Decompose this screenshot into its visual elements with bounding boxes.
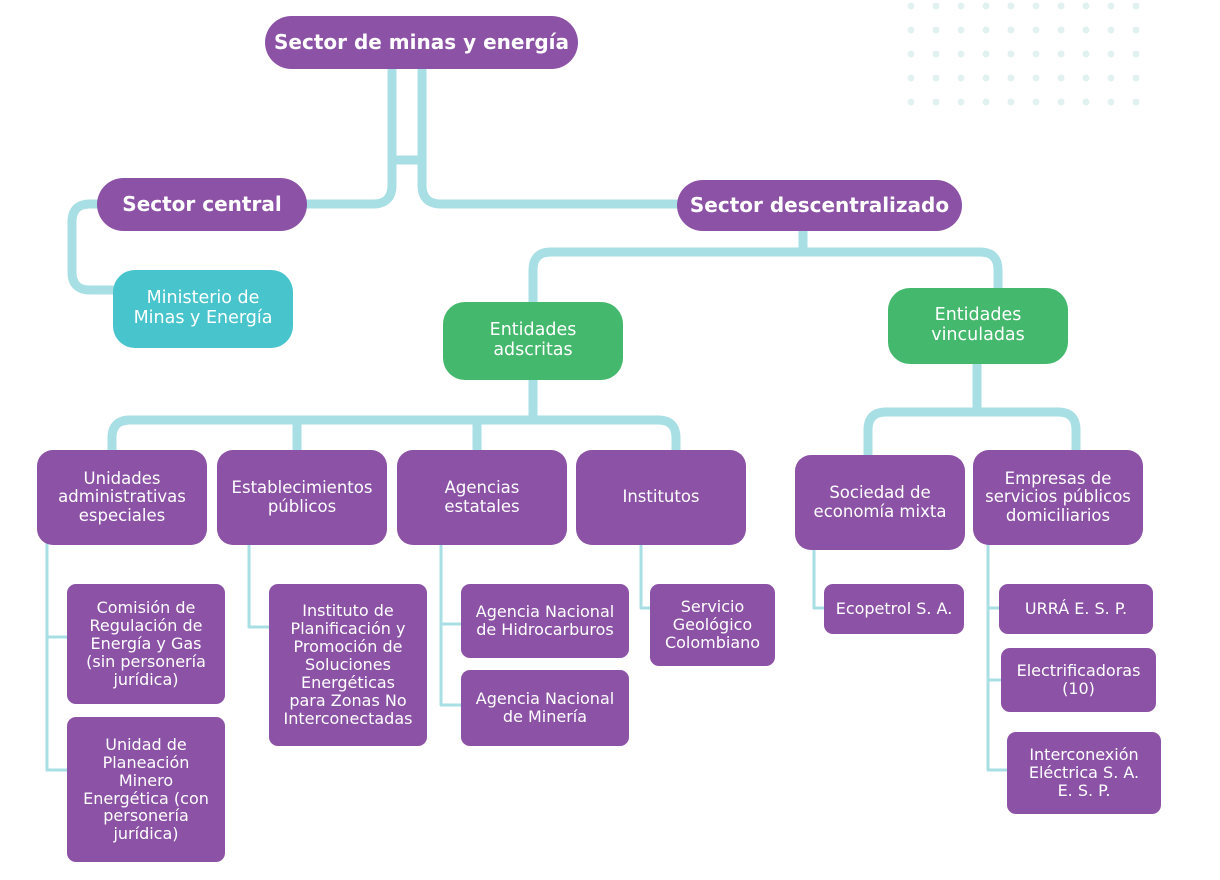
decorative-dot — [982, 2, 990, 10]
decorative-dot — [1132, 50, 1140, 58]
connector-institutos-to-sgc — [639, 541, 655, 610]
decorative-dot — [1007, 50, 1015, 58]
connector-adscritas-bar — [107, 415, 681, 458]
node-empresas-servicios-publicos: Empresas de servicios públicos domicilia… — [973, 450, 1143, 545]
decorative-dot — [957, 2, 965, 10]
decorative-dot — [1032, 50, 1040, 58]
decorative-dot — [1107, 2, 1115, 10]
decorative-dot — [932, 26, 940, 34]
node-sector-central: Sector central — [97, 178, 307, 231]
decorative-dot — [982, 26, 990, 34]
node-unidades-administrativas-especiales: Unidades administrativas especiales — [37, 450, 207, 545]
decorative-dot — [1082, 50, 1090, 58]
node-servicio-geologico-colombiano: Servicio Geológico Colombiano — [650, 584, 775, 666]
decorative-dot — [1082, 26, 1090, 34]
decorative-dot — [1057, 98, 1065, 106]
decorative-dot — [1082, 98, 1090, 106]
decorative-dot — [1007, 26, 1015, 34]
node-electrificadoras: Electrificadoras (10) — [1001, 648, 1156, 712]
decorative-dot — [1032, 2, 1040, 10]
connector-uae-children — [45, 541, 72, 772]
node-interconexion-electrica: Interconexión Eléctrica S. A. E. S. P. — [1007, 732, 1161, 814]
decorative-dot — [1132, 98, 1140, 106]
decorative-dot — [1107, 74, 1115, 82]
decorative-dot — [1057, 74, 1065, 82]
dot-pattern-decoration — [907, 2, 1140, 106]
node-institutos: Institutos — [576, 450, 746, 545]
decorative-dot — [1057, 50, 1065, 58]
decorative-dot — [957, 50, 965, 58]
connector-root-to-descentralizado — [417, 155, 685, 209]
node-sector-descentralizado: Sector descentralizado — [677, 180, 962, 231]
node-agencia-nacional-hidrocarburos: Agencia Nacional de Hidrocarburos — [461, 584, 629, 658]
node-establecimientos-publicos: Establecimientos públicos — [217, 450, 387, 545]
decorative-dot — [1057, 26, 1065, 34]
connector-descentralizado-branches — [528, 247, 1003, 310]
decorative-dot — [932, 50, 940, 58]
node-ecopetrol: Ecopetrol S. A. — [824, 584, 964, 634]
decorative-dot — [932, 2, 940, 10]
node-urra: URRÁ E. S. P. — [999, 584, 1153, 634]
decorative-dot — [907, 98, 915, 106]
decorative-dot — [907, 26, 915, 34]
decorative-dot — [1107, 50, 1115, 58]
decorative-dot — [907, 2, 915, 10]
connector-establecimientos-to-ipse — [247, 541, 274, 629]
decorative-dot — [1082, 2, 1090, 10]
decorative-dot — [957, 74, 965, 82]
connector-sociedad-to-ecopetrol — [812, 546, 829, 610]
decorative-dot — [932, 98, 940, 106]
node-sociedad-economia-mixta: Sociedad de economía mixta — [795, 455, 965, 550]
node-entidades-adscritas: Entidades adscritas — [443, 302, 623, 380]
node-agencias-estatales: Agencias estatales — [397, 450, 567, 545]
decorative-dot — [907, 50, 915, 58]
decorative-dot — [982, 50, 990, 58]
decorative-dot — [1107, 26, 1115, 34]
node-comision-regulacion-energia-gas: Comisión de Regulación de Energía y Gas … — [67, 584, 225, 704]
connector-lines — [45, 61, 1081, 772]
connector-central-to-ministerio — [67, 199, 123, 295]
decorative-dot — [957, 98, 965, 106]
decorative-dot — [1032, 98, 1040, 106]
decorative-dot — [1132, 2, 1140, 10]
node-unidad-planeacion-minero-energetica: Unidad de Planeación Minero Energética (… — [67, 717, 225, 862]
node-ministerio-minas-energia: Ministerio de Minas y Energía — [113, 270, 293, 348]
node-entidades-vinculadas: Entidades vinculadas — [888, 288, 1068, 364]
decorative-dot — [1032, 74, 1040, 82]
node-agencia-nacional-mineria: Agencia Nacional de Minería — [461, 670, 629, 746]
decorative-dot — [982, 98, 990, 106]
connector-vinculadas-bar — [863, 407, 1081, 463]
decorative-dot — [957, 26, 965, 34]
decorative-dot — [1132, 26, 1140, 34]
node-instituto-planificacion-ipse: Instituto de Planificación y Promoción d… — [269, 584, 427, 746]
decorative-dot — [1007, 98, 1015, 106]
decorative-dot — [1007, 74, 1015, 82]
decorative-dot — [1007, 2, 1015, 10]
connector-agencias-children — [439, 541, 466, 707]
decorative-dot — [1057, 2, 1065, 10]
decorative-dot — [982, 74, 990, 82]
decorative-dot — [1132, 74, 1140, 82]
connector-empresas-children — [986, 541, 1012, 772]
decorative-dot — [932, 74, 940, 82]
decorative-dot — [907, 74, 915, 82]
decorative-dot — [1082, 74, 1090, 82]
decorative-dot — [1032, 26, 1040, 34]
connector-root-to-central — [300, 155, 397, 209]
decorative-dot — [1107, 98, 1115, 106]
node-sector-minas-energia: Sector de minas y energía — [265, 16, 578, 69]
